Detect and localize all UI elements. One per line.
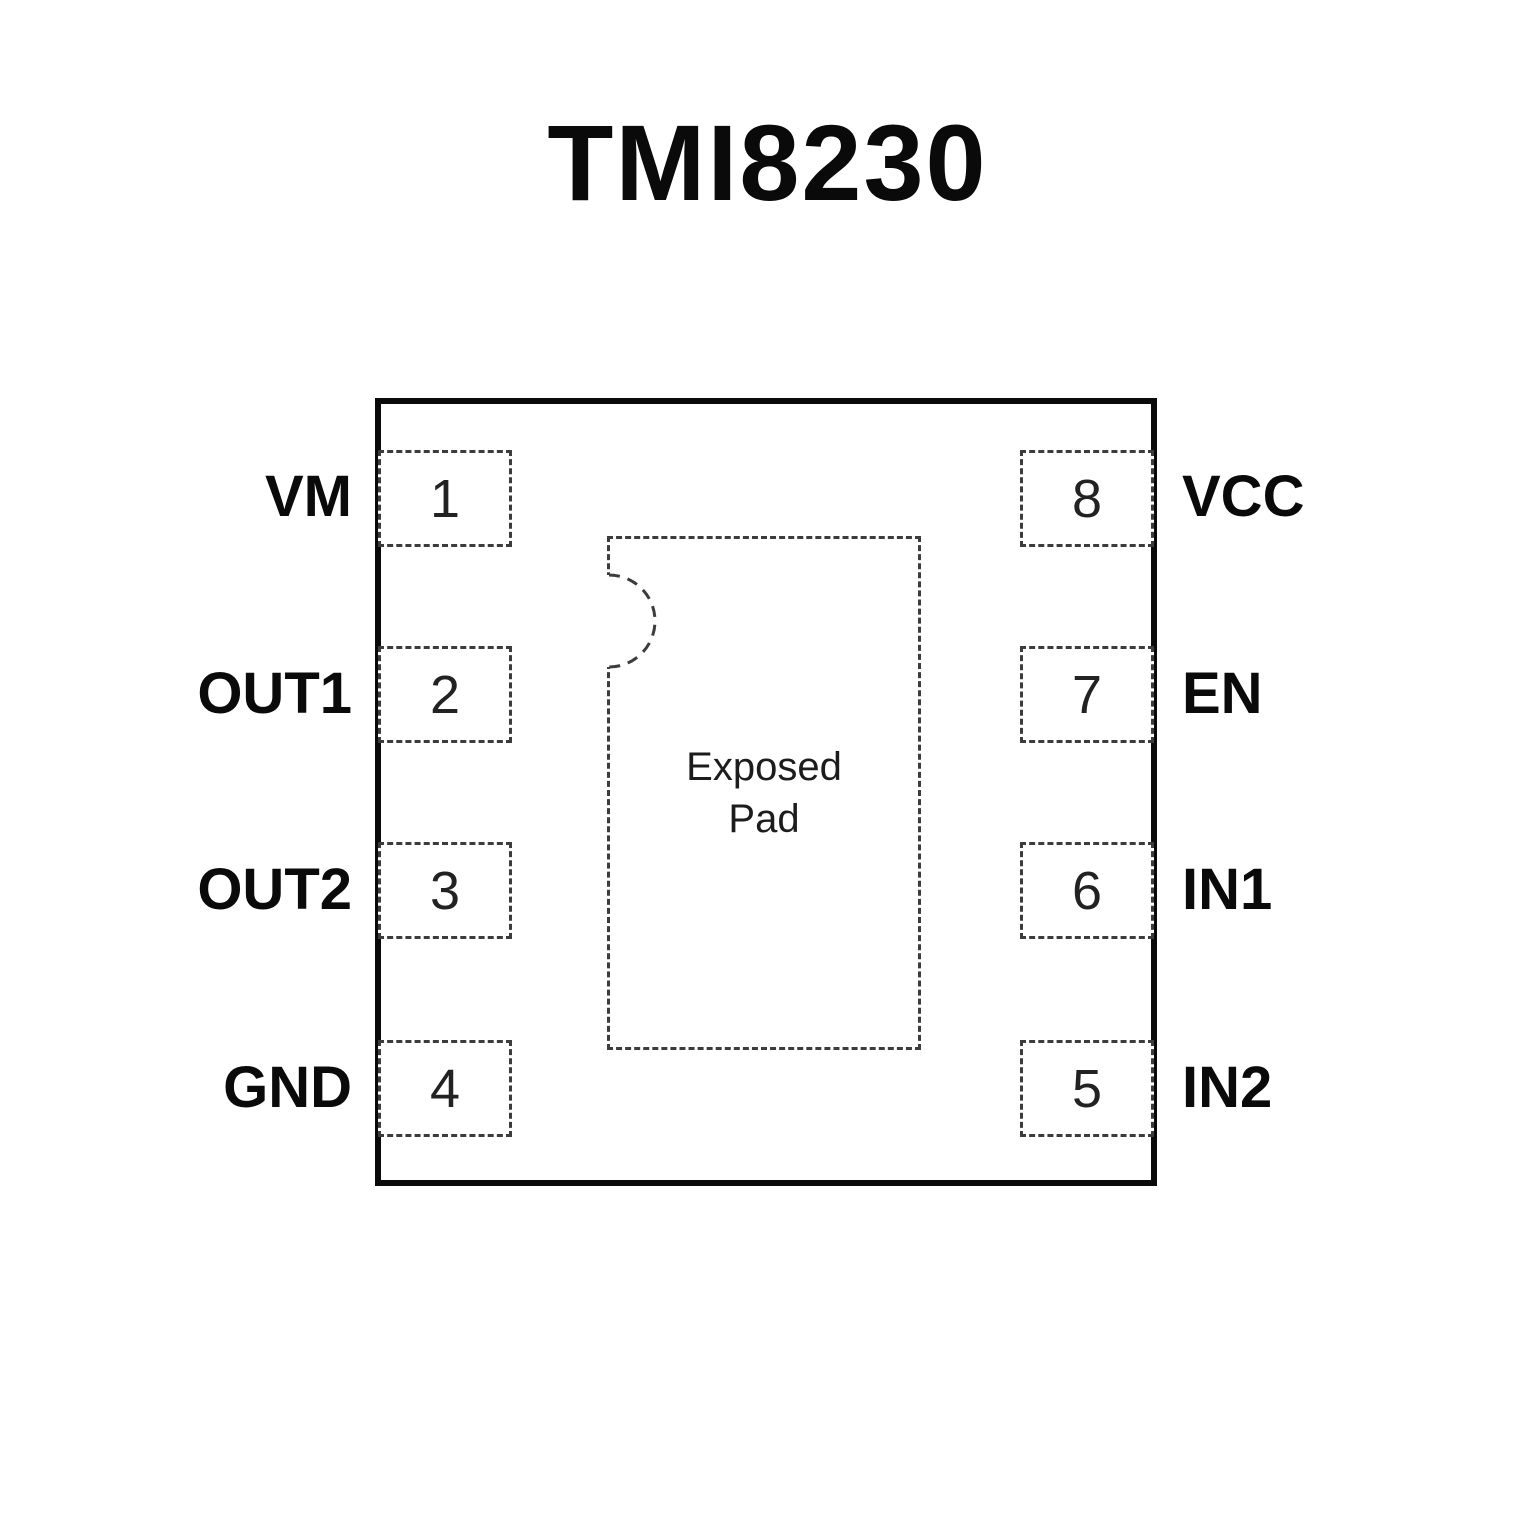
pin-label-en: EN: [1182, 661, 1263, 726]
exposed-pad-text-line2: Pad: [728, 797, 800, 841]
pin-box-4: 4: [378, 1040, 512, 1137]
pin-box-8: 8: [1020, 450, 1154, 547]
pin-box-5: 5: [1020, 1040, 1154, 1137]
pin-label-in1: IN1: [1182, 857, 1273, 922]
pin-label-gnd: GND: [223, 1055, 352, 1120]
pin-box-2: 2: [378, 646, 512, 743]
pin-label-in2: IN2: [1182, 1055, 1273, 1120]
pin-box-3: 3: [378, 842, 512, 939]
exposed-pad-text-line1: Exposed: [686, 745, 842, 789]
pin-label-vm: VM: [265, 464, 352, 529]
pin-number-5: 5: [1071, 1058, 1103, 1119]
pin-number-6: 6: [1071, 860, 1103, 921]
pin-label-out1: OUT1: [197, 661, 352, 726]
pin-box-6: 6: [1020, 842, 1154, 939]
pin1-notch-icon: [608, 573, 657, 669]
pin-box-7: 7: [1020, 646, 1154, 743]
pin-number-1: 1: [429, 468, 461, 529]
pin-number-7: 7: [1071, 664, 1103, 725]
pin-number-3: 3: [429, 860, 461, 921]
pin-number-4: 4: [429, 1058, 461, 1119]
pin-number-2: 2: [429, 664, 461, 725]
pin-label-out2: OUT2: [197, 857, 352, 922]
pin-box-1: 1: [378, 450, 512, 547]
exposed-pad: Exposed Pad: [606, 536, 921, 1050]
pin-label-vcc: VCC: [1182, 464, 1305, 529]
pin-number-8: 8: [1071, 468, 1103, 529]
chip-title: TMI8230: [547, 102, 988, 223]
